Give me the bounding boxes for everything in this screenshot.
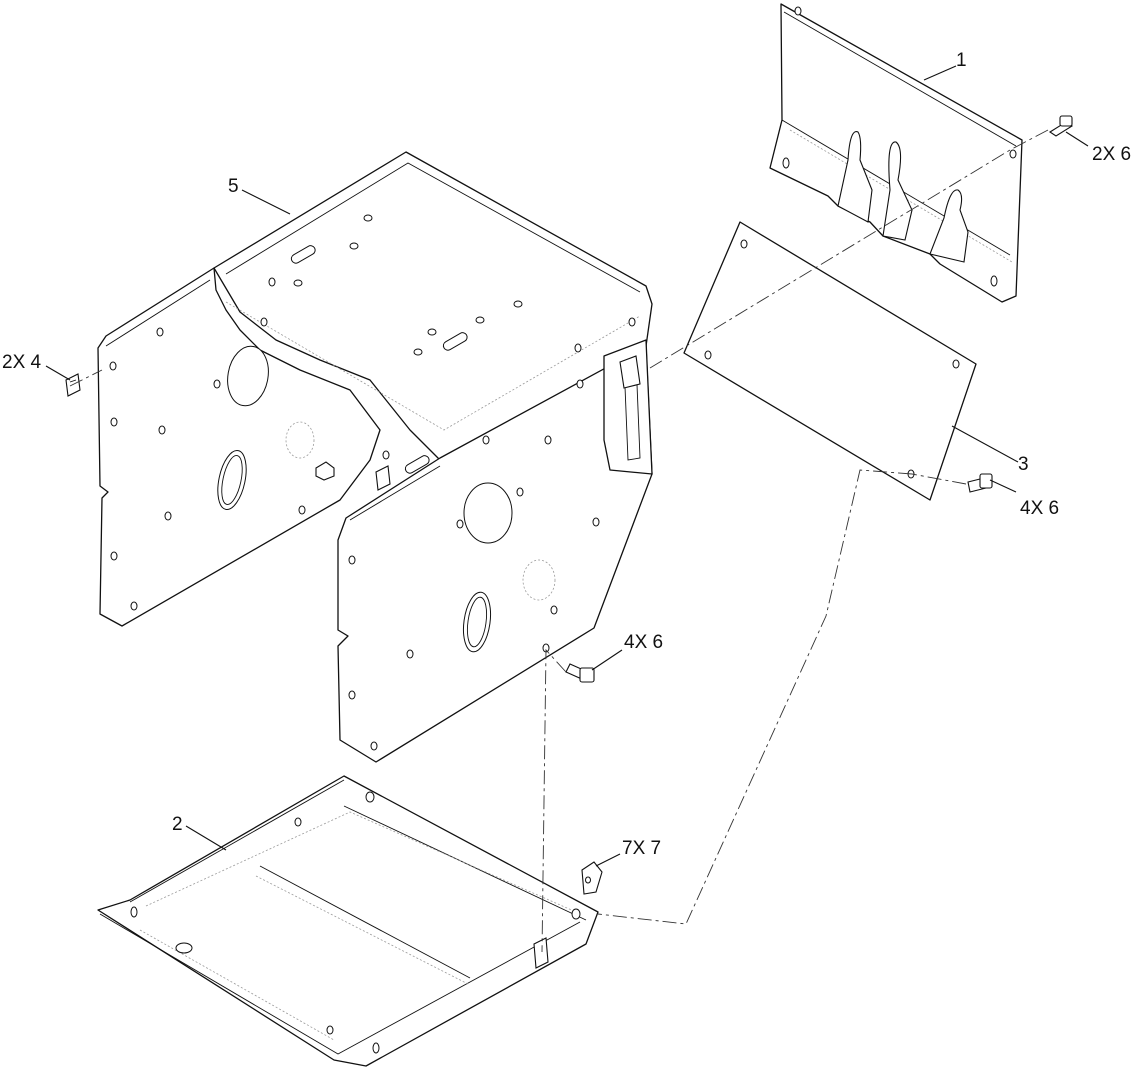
oval-cutout-icon <box>217 450 247 510</box>
callout-part-3: 3 <box>1018 454 1029 475</box>
callout-part-1: 1 <box>956 50 967 71</box>
callout-fastener-bottom: 7X 7 <box>622 838 661 859</box>
callout-part-5: 5 <box>228 176 239 197</box>
hole-icon <box>990 275 998 287</box>
alignment-lines <box>69 129 1049 953</box>
hole-icon <box>372 1042 380 1054</box>
hole-icon <box>794 6 802 16</box>
round-cutout-icon <box>227 345 269 407</box>
fastener-bolt-center <box>565 663 595 683</box>
slot-icon <box>290 245 316 264</box>
part-5-main-housing <box>97 151 653 763</box>
hex-nut-icon <box>315 461 335 481</box>
part-3-flat-plate <box>683 221 977 501</box>
hole-icon <box>704 350 712 360</box>
callout-fastener-center: 4X 6 <box>624 632 663 653</box>
oval-cutout-icon <box>462 591 492 653</box>
hole-icon <box>782 157 790 169</box>
fastener-bolt-right-mid <box>967 473 993 493</box>
mounting-holes <box>109 214 636 751</box>
callout-part-2: 2 <box>172 814 183 835</box>
slot-icon <box>442 332 468 351</box>
clip-icon <box>533 937 549 969</box>
hole-icon <box>571 908 581 920</box>
slot-icon <box>404 455 430 474</box>
callout-fastener-left: 2X 4 <box>2 352 42 373</box>
hole-icon <box>326 1025 334 1035</box>
clip-icon <box>375 465 391 491</box>
callout-fastener-top-right: 2X 6 <box>1092 144 1131 165</box>
leader-lines <box>45 65 1089 867</box>
hole-icon <box>130 906 138 918</box>
round-cutout-icon <box>463 482 513 544</box>
fastener-bolt-top-right <box>1048 115 1074 137</box>
hole-icon <box>1009 149 1017 159</box>
part-1-cover-plate <box>769 3 1023 303</box>
callout-fastener-right-mid: 4X 6 <box>1020 498 1059 519</box>
fastener-clip-bottom <box>581 861 603 895</box>
hole-icon <box>175 942 193 954</box>
hole-icon <box>365 791 375 803</box>
hole-icon <box>294 817 302 827</box>
hole-icon <box>952 359 960 369</box>
hole-icon <box>740 239 748 249</box>
callout-labels: 1 5 3 2 2X 6 2X 4 4X 6 4X 6 7X 7 <box>2 50 1131 859</box>
clip-icon <box>619 355 641 389</box>
